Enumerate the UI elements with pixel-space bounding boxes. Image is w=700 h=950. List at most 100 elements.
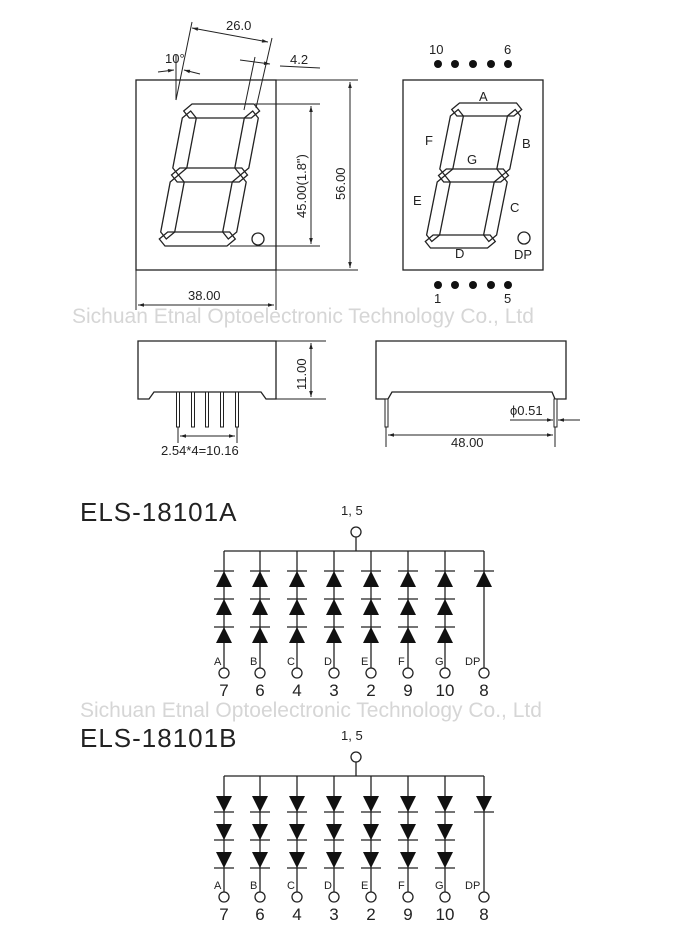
segment-label: C	[287, 656, 295, 668]
pin-terminal	[291, 891, 303, 903]
segment-label: E	[361, 656, 368, 668]
seg-label-a: A	[479, 89, 488, 104]
diode-f	[400, 627, 416, 643]
pin-number: 3	[329, 681, 338, 700]
pin-lead	[235, 391, 239, 428]
pin-dot	[434, 281, 442, 289]
pin-lead	[220, 391, 224, 428]
pin-number: 10	[436, 905, 455, 924]
segment-e	[160, 174, 185, 240]
diode-c	[289, 824, 305, 840]
segment-f	[172, 110, 197, 176]
segment-label: A	[214, 656, 222, 668]
segment-b	[234, 110, 259, 176]
segment-c	[222, 174, 247, 240]
segment-label: C	[287, 880, 295, 892]
pin-dot	[469, 60, 477, 68]
segment-c	[482, 174, 508, 243]
segment-label: F	[398, 880, 405, 892]
diode-e	[363, 824, 379, 840]
diode-g	[437, 571, 453, 587]
pin-label-1: 1	[434, 291, 441, 306]
pin-dot	[469, 281, 477, 289]
diode-f	[400, 599, 416, 615]
diode-d	[326, 824, 342, 840]
segment-label: G	[435, 880, 444, 892]
dim-pitch: 2.54*4=10.16	[161, 443, 239, 458]
pin-lead	[205, 391, 209, 428]
common-pin-terminal	[350, 751, 362, 763]
pin-number: 2	[366, 681, 375, 700]
diode-e	[363, 571, 379, 587]
diode-g	[437, 627, 453, 643]
diode-b	[252, 796, 268, 812]
segment-label: A	[214, 880, 222, 892]
diode-d	[326, 627, 342, 643]
segment-a	[450, 102, 523, 117]
diode-g	[437, 599, 453, 615]
segment-d	[158, 231, 237, 247]
diode-d	[326, 796, 342, 812]
watermark-2: Sichuan Etnal Optoelectronic Technology …	[80, 699, 542, 722]
pin-terminal	[291, 667, 303, 679]
segment-label: DP	[465, 880, 480, 892]
diode-c	[289, 627, 305, 643]
segment-label: B	[250, 656, 257, 668]
seg-label-c: C	[510, 200, 519, 215]
pin-terminal	[365, 667, 377, 679]
segment-label: D	[324, 656, 332, 668]
pin-number: 4	[292, 905, 301, 924]
diode-f	[400, 824, 416, 840]
diode-b	[252, 599, 268, 615]
pin-terminal	[402, 891, 414, 903]
diode-e	[363, 627, 379, 643]
diode-d	[326, 599, 342, 615]
dim-angle: 10°	[165, 51, 185, 66]
pin-number: 9	[403, 905, 412, 924]
pin-dot	[504, 60, 512, 68]
pin-terminal	[218, 667, 230, 679]
pin-terminal	[254, 667, 266, 679]
pin-number: 10	[436, 681, 455, 700]
dim-pin-diameter: ϕ0.51	[510, 403, 543, 418]
diode-g	[437, 796, 453, 812]
pin-view: 10 6 1 5 A B C D E F G DP	[402, 42, 544, 306]
side-view-rows: 48.00 ϕ0.51	[375, 340, 580, 450]
seg-label-b: B	[522, 136, 531, 151]
diode-e	[363, 599, 379, 615]
pin-lead	[191, 391, 195, 428]
common-pin-label: 1, 5	[341, 503, 363, 518]
seg-label-g: G	[467, 152, 477, 167]
seg-label-dp: DP	[514, 247, 532, 262]
diode-a	[216, 571, 232, 587]
pin-number: 6	[255, 905, 264, 924]
diode-dp	[476, 796, 492, 812]
dim-width: 38.00	[188, 288, 221, 303]
circuit-title: ELS-18101B	[80, 723, 237, 753]
pin-number: 3	[329, 905, 338, 924]
diode-b	[252, 824, 268, 840]
pin-number: 9	[403, 681, 412, 700]
seg-label-e: E	[413, 193, 422, 208]
diode-a	[216, 599, 232, 615]
diode-e	[363, 796, 379, 812]
pin-terminal	[328, 667, 340, 679]
diode-c	[289, 571, 305, 587]
dim-segment: 4.2	[290, 52, 308, 67]
pin-terminal	[218, 891, 230, 903]
pin-terminal	[254, 891, 266, 903]
diode-c	[289, 599, 305, 615]
pin-label-10: 10	[429, 42, 443, 57]
pin-lead	[176, 391, 180, 428]
front-digit	[158, 103, 261, 247]
watermark-1: Sichuan Etnal Optoelectronic Technology …	[72, 305, 534, 328]
diode-b	[252, 627, 268, 643]
diode-a	[216, 627, 232, 643]
diode-f	[400, 852, 416, 868]
diode-dp	[476, 571, 492, 587]
segment-a	[182, 103, 261, 119]
dim-digit-height: 45.00(1.8")	[294, 154, 309, 218]
pinout-digit	[424, 102, 523, 249]
